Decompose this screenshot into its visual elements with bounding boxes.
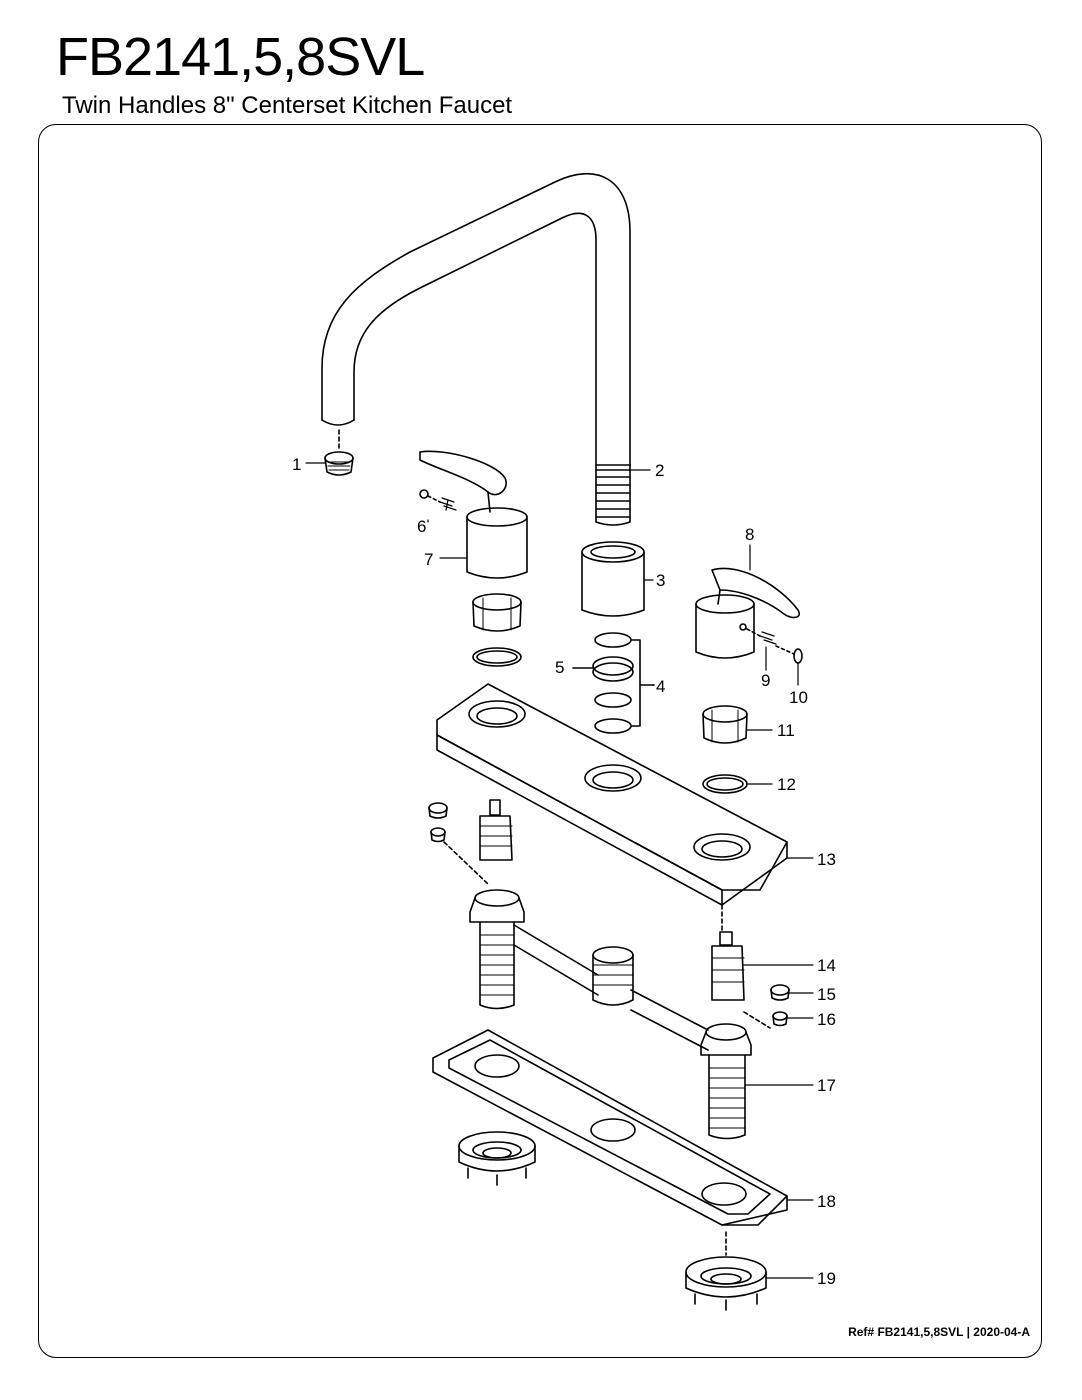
callout-12: 12 <box>777 775 796 794</box>
right-handle <box>695 567 803 664</box>
valve-body <box>469 889 752 1140</box>
left-handle <box>419 450 528 579</box>
callout-5: 5 <box>555 658 564 677</box>
callout-17: 17 <box>817 1076 836 1095</box>
left-bonnet-nut <box>472 593 522 667</box>
callout-16: 16 <box>817 1010 836 1029</box>
right-bonnet-nut <box>702 705 748 794</box>
callout-labels: 1 2 3 4 5 6 7 8 9 10 11 12 13 14 15 16 1… <box>292 455 836 1288</box>
callout-1: 1 <box>292 455 301 474</box>
page-subtitle: Twin Handles 8" Centerset Kitchen Faucet <box>62 92 513 119</box>
callout-11: 11 <box>777 721 795 740</box>
callout-9: 9 <box>761 671 770 690</box>
reference-note: Ref# FB2141,5,8SVL | 2020-04-A <box>848 1325 1030 1339</box>
callout-13: 13 <box>817 850 836 869</box>
page-title: FB2141,5,8SVL <box>56 27 425 87</box>
callout-3: 3 <box>656 571 665 590</box>
leader-lines <box>305 462 814 1279</box>
callout-14: 14 <box>817 956 836 975</box>
callout-15: 15 <box>817 985 836 1004</box>
left-cartridge <box>428 799 513 885</box>
callout-6: 6 <box>417 517 426 536</box>
deck-plate <box>436 683 788 906</box>
callout-2: 2 <box>655 461 664 480</box>
mounting-nuts <box>458 1131 767 1311</box>
right-cartridge <box>711 904 790 1029</box>
aerator <box>324 429 354 476</box>
spout-sleeve <box>572 541 655 734</box>
diagram-frame <box>38 124 1042 1358</box>
callout-19: 19 <box>817 1269 836 1288</box>
callout-18: 18 <box>817 1192 836 1211</box>
callout-8: 8 <box>745 525 754 544</box>
spout <box>321 172 631 526</box>
callout-4: 4 <box>656 677 665 696</box>
callout-10: 10 <box>789 688 808 707</box>
callout-7: 7 <box>424 550 433 569</box>
gasket <box>432 1029 788 1226</box>
